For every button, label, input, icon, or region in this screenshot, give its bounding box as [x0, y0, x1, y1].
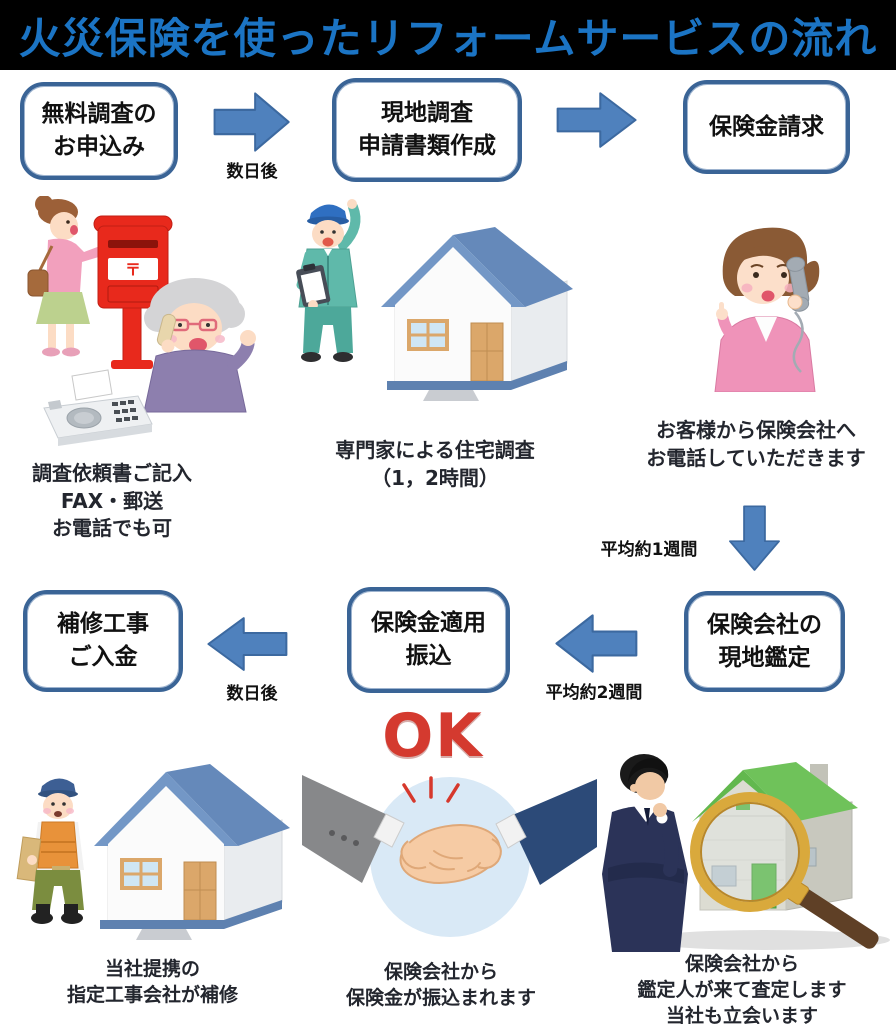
ok-badge: OK: [382, 701, 484, 771]
step-box-payout-line1: 保険金適用: [371, 610, 486, 637]
fax-machine: [43, 369, 153, 446]
handshake-illustration: [302, 775, 597, 937]
caption-appraisal-line2: 鑑定人が来て査定します: [637, 979, 847, 1002]
right-arrow-icon: [213, 92, 290, 152]
caption-repair: 当社提携の 指定工事会社が補修: [25, 956, 280, 1008]
caption-repair-line1: 当社提携の: [104, 958, 200, 980]
inspector-and-house-illustration: [296, 199, 573, 401]
step-box-payout-line2: 振込: [405, 643, 452, 669]
arrow-left-1: [554, 612, 638, 675]
arrow-label-week1: 平均約1週間: [600, 540, 698, 560]
step-box-apply-line1: 無料調査の: [41, 101, 157, 128]
caption-claim-line1: お客様から保険会社へ: [656, 418, 856, 442]
phone-woman: [714, 227, 820, 392]
step-box-appraisal-line1: 保険会社の: [707, 611, 822, 638]
page-title: 火災保険を使ったリフォームサービスの流れ: [18, 13, 878, 63]
fax-keypad: [112, 400, 138, 422]
caption-apply: 調査依頼書ご記入 FAX・郵送 お電話でも可: [18, 460, 206, 543]
left-arrow-icon: [207, 617, 288, 671]
caption-apply-line2: FAX・郵送: [60, 488, 164, 513]
caption-appraisal: 保険会社から 鑑定人が来て査定します 当社も立会います: [602, 951, 882, 1024]
caption-payout-line2: 保険金が振込まれます: [345, 987, 536, 1010]
illustration-payout: [302, 705, 597, 945]
caption-appraisal-line3: 当社も立会います: [665, 1005, 818, 1024]
step-box-claim: 保険金請求: [683, 80, 850, 174]
caption-payout: 保険会社から 保険金が振込まれます: [312, 959, 570, 1011]
caption-repair-line2: 指定工事会社が補修: [66, 984, 238, 1007]
illustration-claim: [695, 220, 835, 392]
step-box-repair-line2: ご入金: [68, 644, 138, 670]
caption-survey: 専門家による住宅調査 （1，2時間）: [305, 437, 565, 492]
construction-worker: [16, 778, 84, 924]
caption-survey-line1: 専門家による住宅調査: [335, 438, 535, 462]
telephone-receiver: [786, 256, 810, 373]
step-box-appraisal-line2: 現地鑑定: [718, 644, 811, 671]
illustration-survey: [283, 193, 588, 418]
step-box-payout: 保険金適用 振込: [347, 587, 510, 693]
house-blue-roof: [381, 227, 573, 401]
step-box-survey: 現地調査 申請書類作成: [332, 78, 522, 182]
right-arrow-icon: [556, 92, 637, 148]
caption-survey-line2: （1，2時間）: [371, 465, 499, 490]
arrow-label-days-2: 数日後: [226, 684, 278, 704]
phone-operator-illustration: [714, 227, 820, 392]
businessman: [602, 754, 688, 952]
title-bar: 火災保険を使ったリフォームサービスの流れ: [0, 0, 896, 70]
step-box-repair: 補修工事 ご入金: [23, 590, 183, 692]
survey-worker: [296, 199, 361, 362]
step-box-apply: 無料調査の お申込み: [20, 82, 178, 180]
step-box-survey-line2: 申請書類作成: [358, 133, 496, 159]
house-blue-roof: [94, 764, 290, 940]
repair-worker-and-house-illustration: [16, 764, 290, 940]
step-box-claim-line1: 保険金請求: [709, 113, 824, 140]
arrow-down: [727, 505, 782, 572]
illustration-apply: 〒: [8, 196, 288, 454]
appraiser-illustration: [602, 754, 890, 952]
step-box-appraisal: 保険会社の 現地鑑定: [684, 591, 845, 692]
caption-appraisal-line1: 保険会社から: [684, 953, 799, 975]
step-box-survey-line1: 現地調査: [381, 100, 473, 127]
postal-mark: 〒: [125, 260, 141, 279]
ground-shadow: [640, 930, 890, 950]
arrow-label-days-1: 数日後: [226, 162, 278, 182]
step-box-repair-line1: 補修工事: [57, 611, 149, 638]
caption-claim-line2: お電話していただきます: [646, 445, 866, 470]
illustration-appraisal: [600, 748, 896, 958]
elderly-woman-on-phone: [143, 278, 256, 413]
caption-apply-line1: 調査依頼書ご記入: [32, 461, 192, 485]
left-arrow-icon: [555, 614, 638, 673]
clipboard: [296, 263, 331, 307]
caption-apply-line3: お電話でも可: [52, 516, 172, 541]
postbox: 〒: [93, 215, 173, 369]
spark-lines: [402, 776, 460, 803]
handshake: [302, 775, 597, 885]
magnifying-glass: [690, 792, 879, 949]
arrow-right-2: [556, 90, 638, 150]
caption-payout-line1: 保険会社から: [383, 961, 498, 983]
arrow-left-2: [206, 615, 288, 673]
arrow-label-week2: 平均約2週間: [545, 683, 643, 703]
caption-claim: お客様から保険会社へ お電話していただきます: [622, 417, 890, 472]
mail-fax-phone-illustration: 〒: [27, 196, 256, 446]
illustration-repair: [12, 742, 302, 954]
arrow-right-1: [213, 90, 291, 154]
down-arrow-icon: [729, 505, 780, 571]
step-box-apply-line2: お申込み: [53, 134, 145, 160]
